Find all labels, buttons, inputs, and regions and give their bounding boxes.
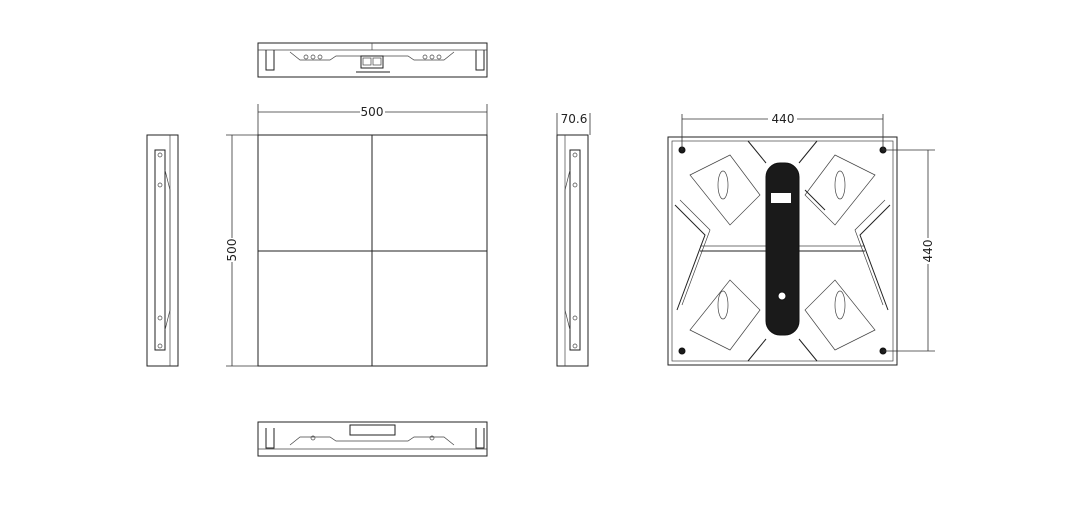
back-view (667, 136, 898, 366)
depth-dimension: 70.6 (556, 112, 591, 135)
depth-label: 70.6 (561, 112, 588, 126)
front-width-label: 500 (361, 105, 384, 119)
front-view (257, 134, 488, 367)
back-width-dimension: 440 (681, 112, 884, 150)
front-height-label: 500 (225, 239, 239, 262)
bottom-view (257, 421, 488, 457)
left-side-view (146, 134, 179, 367)
front-width-dimension: 500 (257, 104, 488, 135)
back-width-label: 440 (772, 112, 795, 126)
back-height-label: 440 (921, 240, 935, 263)
top-view (257, 42, 488, 78)
right-side-view (556, 134, 589, 367)
front-height-dimension: 500 (225, 134, 258, 367)
back-height-dimension: 440 (883, 149, 935, 352)
